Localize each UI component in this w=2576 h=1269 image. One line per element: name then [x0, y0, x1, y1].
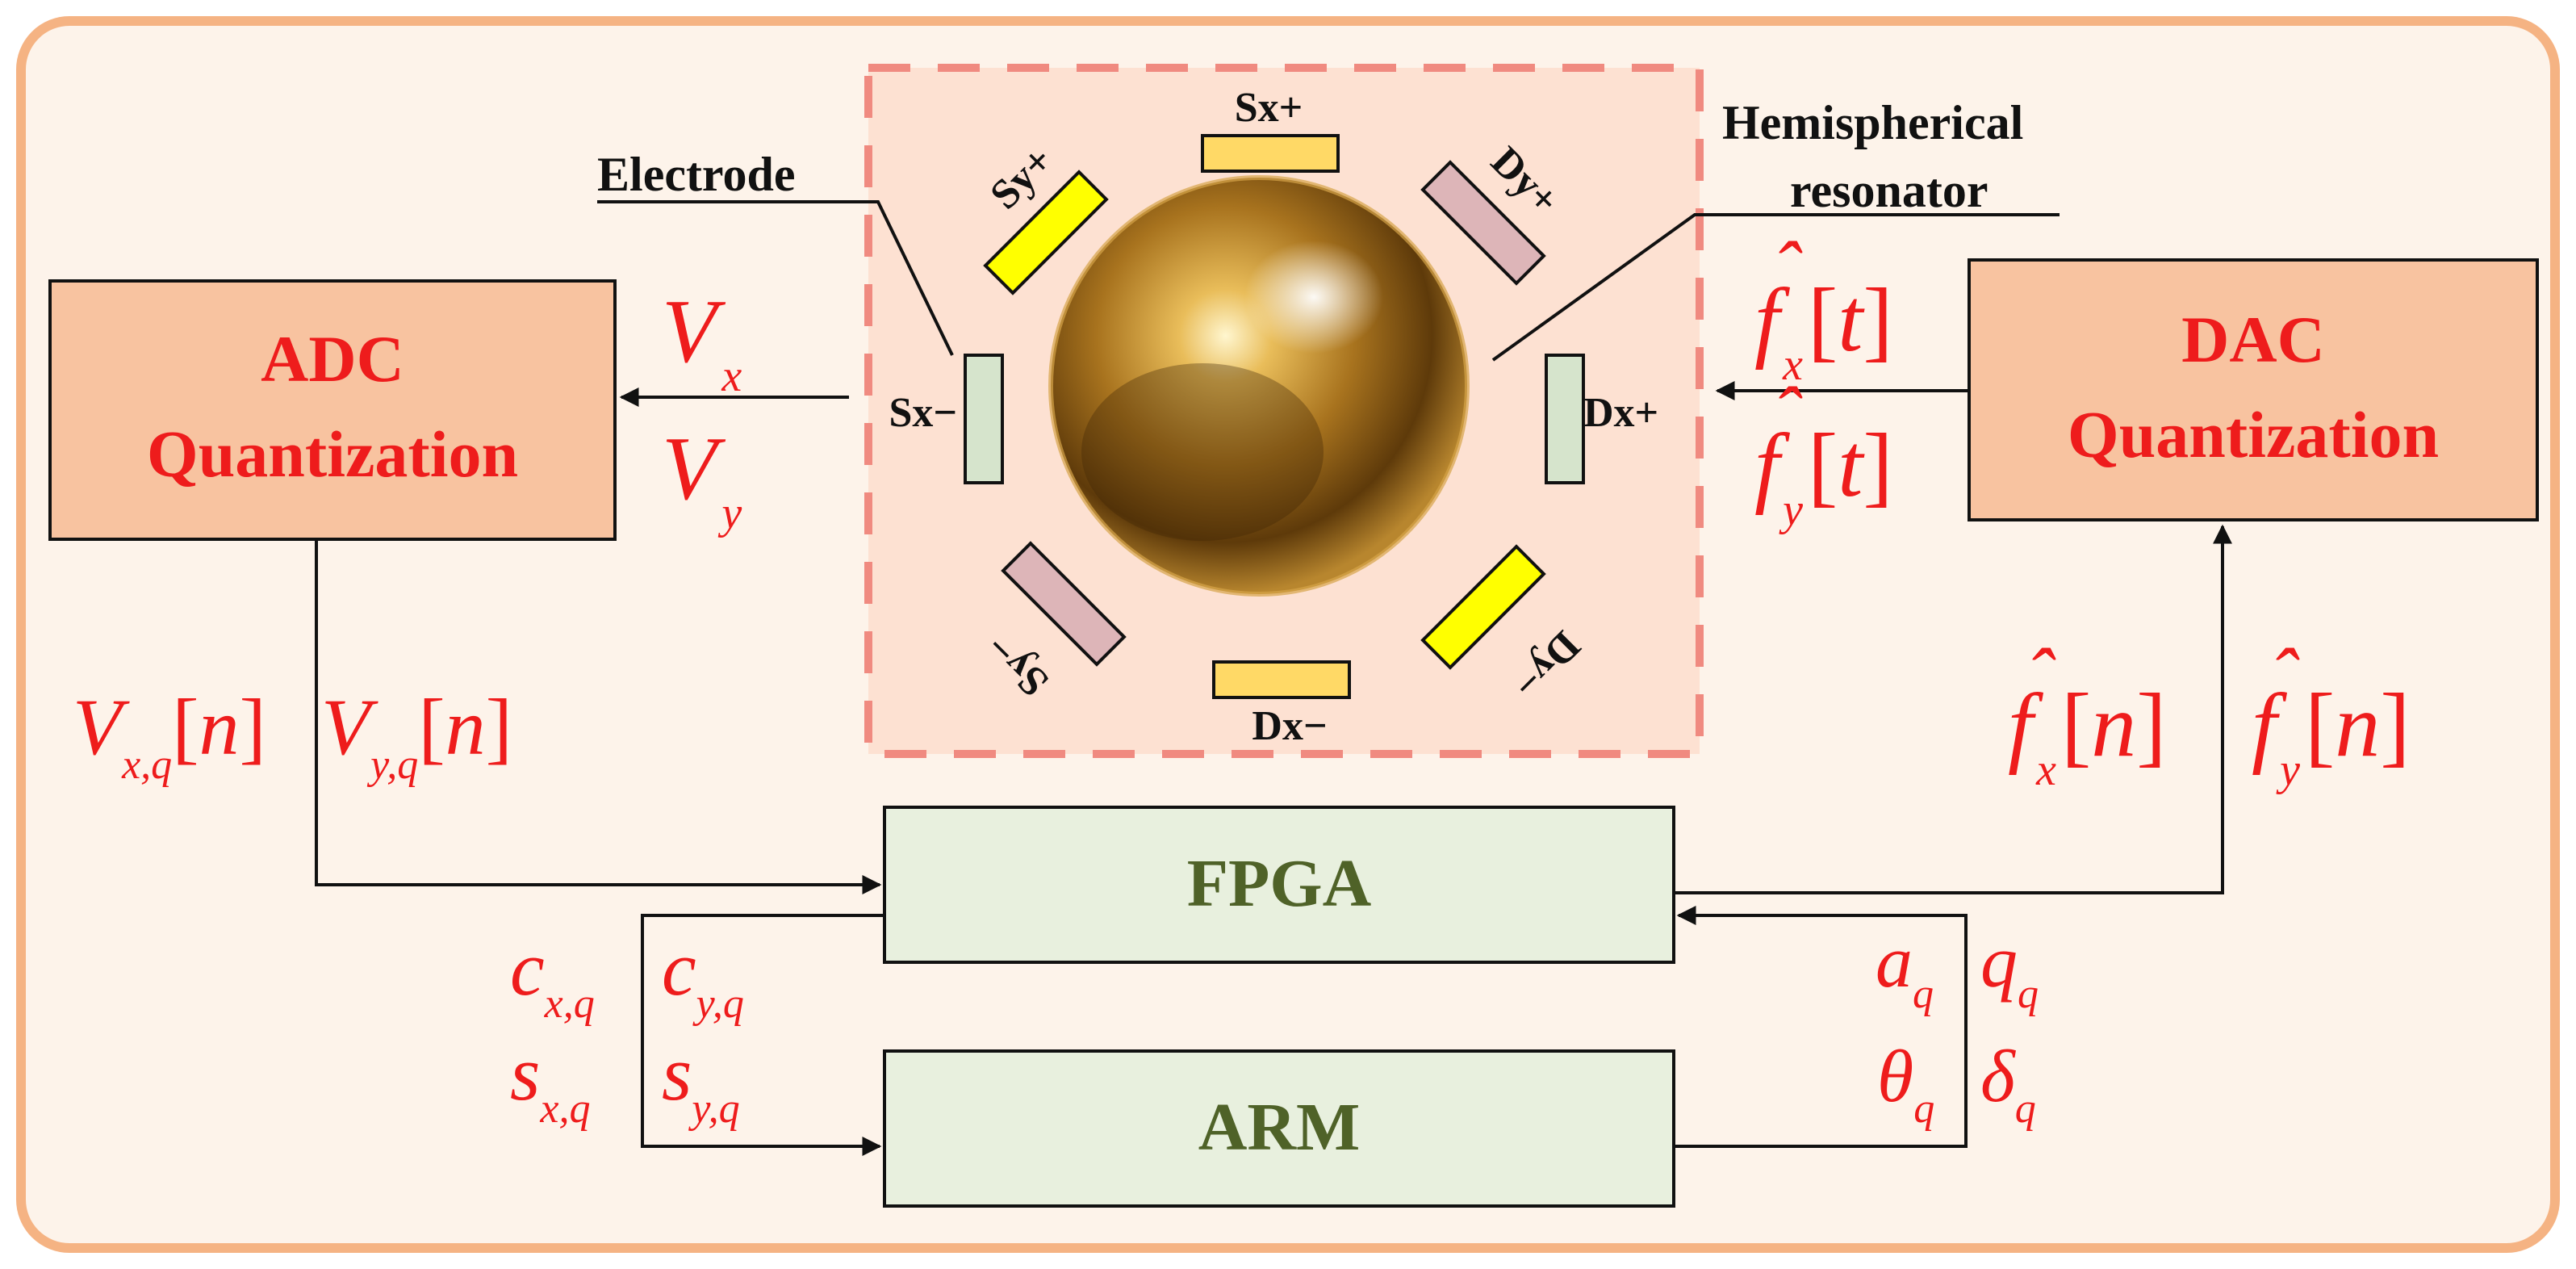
signal-cxq: cx,q	[510, 925, 595, 1027]
signal-theta-q: θq	[1877, 1035, 1934, 1132]
electrode-leader-line	[597, 200, 954, 356]
electrode-dx-minus	[1212, 660, 1351, 699]
adc-label-line1: ADC	[261, 322, 404, 396]
electrode-dy-plus	[1420, 160, 1546, 286]
signal-vxq-n: Vx,q[n]	[73, 682, 266, 788]
arrow-fpga-to-arm	[641, 914, 884, 1156]
arm-label: ARM	[1198, 1090, 1361, 1165]
signal-vyq-n: Vy,q[n]	[321, 682, 512, 788]
electrode-sy-minus	[1001, 541, 1127, 667]
electrode-dx-plus	[1545, 354, 1585, 484]
signal-syq: sy,q	[662, 1030, 740, 1132]
electrode-sy-plus	[983, 170, 1109, 295]
signal-qq: qq	[1980, 920, 2039, 1017]
adc-label-line2: Quantization	[147, 417, 518, 491]
signal-fx-n: fx[n]	[2008, 676, 2167, 795]
electrode-dy-minus	[1420, 544, 1546, 670]
electrode-label-sx-minus: Sx−	[889, 390, 957, 436]
arrow-fpga-to-dac	[1674, 524, 2232, 894]
annotation-resonator-line1: Hemispherical	[1722, 96, 2023, 149]
signal-fx-t: fx[t]	[1754, 270, 1893, 390]
signal-fy-t-hat: ˆ	[1772, 371, 1803, 460]
signal-fy-n-hat: ˆ	[2269, 632, 2300, 722]
signal-sxq: sx,q	[510, 1030, 590, 1132]
signal-fx-n-hat: ˆ	[2026, 632, 2056, 722]
resonator-leader-line	[1491, 213, 2060, 362]
dac-label-line1: DAC	[2181, 303, 2325, 376]
electrode-sx-minus	[964, 354, 1004, 484]
dac-quantization-block: DAC Quantization	[1968, 258, 2539, 521]
dac-label-line2: Quantization	[2068, 398, 2439, 471]
electrode-label-dx-minus: Dx−	[1252, 703, 1327, 749]
fpga-block: FPGA	[883, 806, 1675, 964]
fpga-label: FPGA	[1187, 846, 1372, 921]
signal-aq: aq	[1876, 920, 1934, 1017]
arrow-adc-to-fpga	[315, 539, 882, 894]
annotation-electrode: Electrode	[597, 148, 795, 201]
arm-block: ARM	[883, 1049, 1675, 1208]
adc-quantization-block: ADC Quantization	[48, 279, 617, 541]
electrode-sx-plus	[1201, 134, 1340, 173]
signal-fx-t-hat: ˆ	[1772, 225, 1803, 315]
signal-cyq: cy,q	[662, 925, 744, 1027]
annotation-resonator-line2: resonator	[1790, 164, 1988, 217]
hemispherical-resonator	[1048, 175, 1470, 597]
electrode-label-sx-plus: Sx+	[1235, 85, 1303, 131]
arrow-arm-to-fpga	[1674, 906, 1968, 1148]
electrode-label-dx-plus: Dx+	[1583, 390, 1658, 436]
signal-delta-q: δq	[1980, 1035, 2036, 1132]
